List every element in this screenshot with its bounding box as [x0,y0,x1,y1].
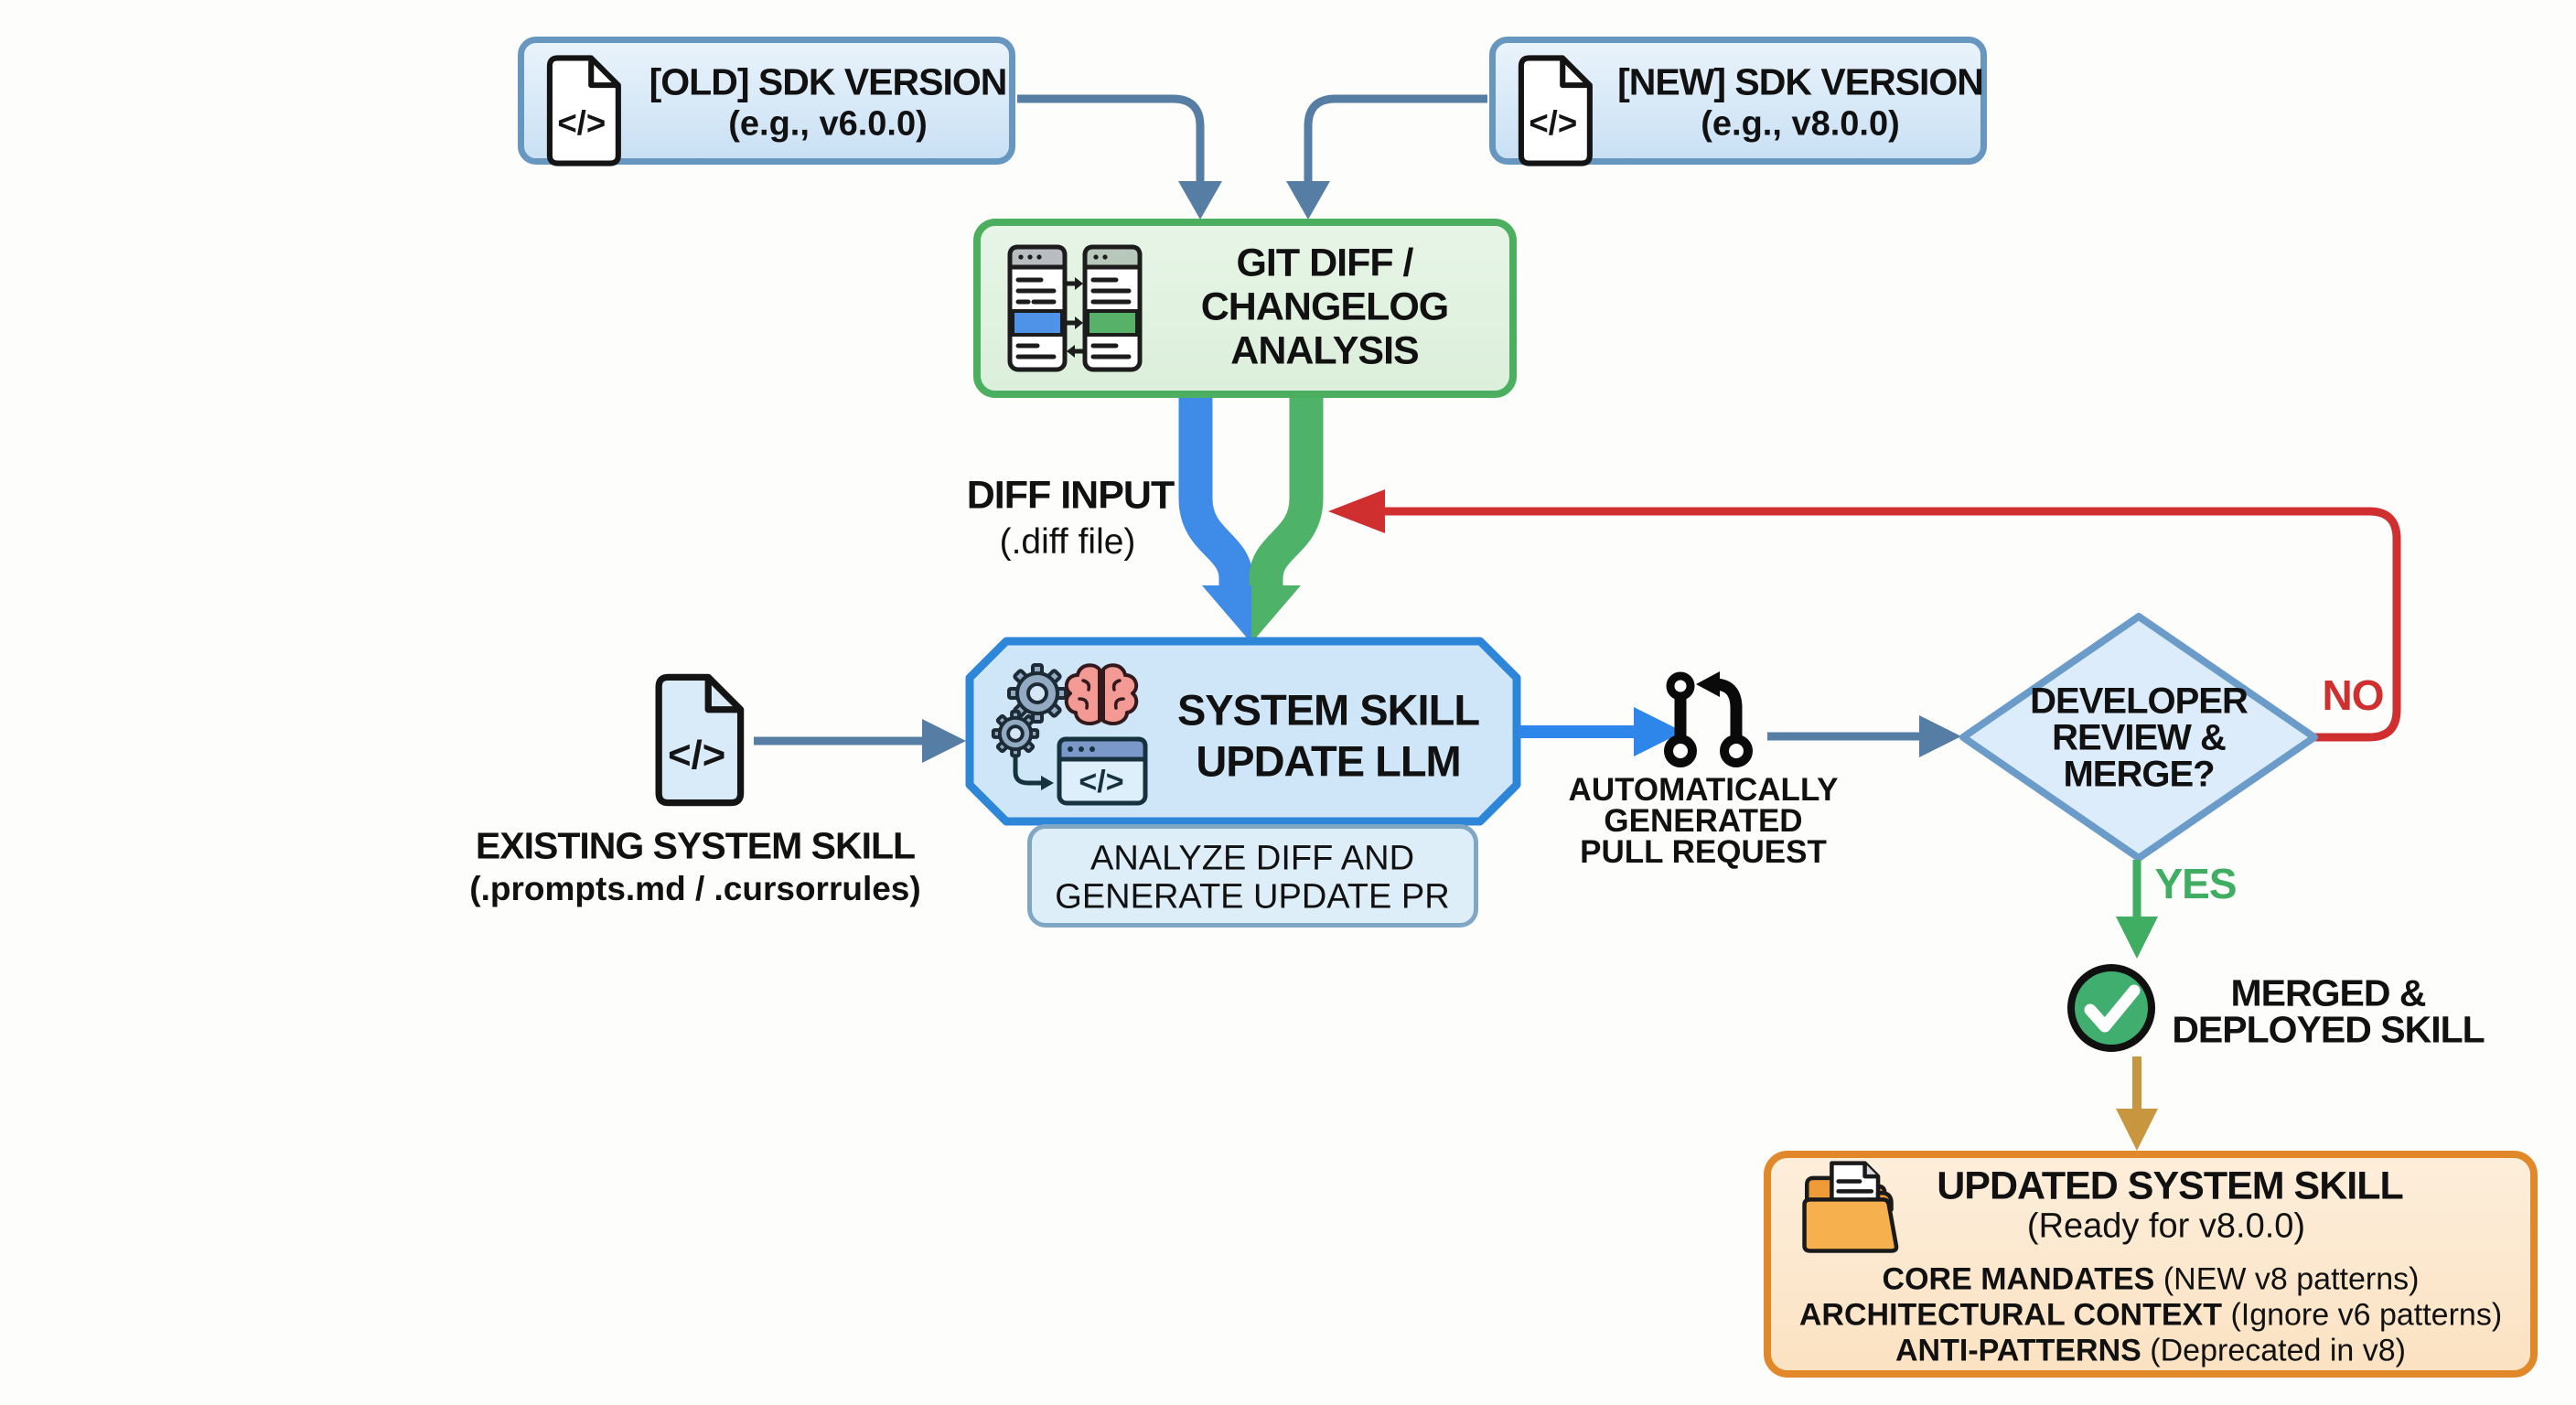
arrow-diff-input-bands [1178,396,1324,643]
updated-subtitle: (Ready for v8.0.0) [2026,1207,2306,1246]
git-diff-title-line1: GIT DIFF / [1236,241,1413,285]
yes-label: YES [2154,860,2237,907]
existing-skill-sublabel: (.prompts.md / .cursorrules) [469,870,921,907]
code-file-icon: </> [1518,55,1593,166]
gear-icon [991,709,1040,758]
pr-label-line3: PULL REQUEST [1580,834,1827,870]
old-sdk-title: [OLD] SDK VERSION [649,60,1008,103]
old-sdk-subtitle: (e.g., v6.0.0) [728,104,928,144]
updated-row-head: ARCHITECTURAL CONTEXT [1798,1297,2222,1333]
brain-icon [1064,663,1139,725]
updated-row-rest: (NEW v8 patterns) [2154,1261,2420,1297]
updated-skill-node [1764,1151,2538,1378]
updated-row-rest: (Deprecated in v8) [2141,1333,2406,1368]
decision-line1: DEVELOPER [2030,681,2249,722]
arrow-no-loop [1328,489,2401,742]
llm-ai-icon: </> [991,663,1148,806]
decision-line2: REVIEW & [2052,717,2227,758]
svg-text:</>: </> [1529,104,1577,142]
updated-row: ANTI-PATTERNS (Deprecated in v8) [1895,1334,2406,1369]
existing-skill-label: EXISTING SYSTEM SKILL [475,824,916,867]
new-sdk-subtitle: (e.g., v8.0.0) [1701,104,1900,144]
updated-row-head: CORE MANDATES [1882,1261,2155,1297]
pr-label-line2: GENERATED [1604,803,1803,839]
arrow-new-to-gitdiff [1286,94,1487,220]
git-diff-title-line2: CHANGELOG [1200,284,1449,329]
diff-input-label: DIFF INPUT [966,473,1175,518]
updated-row-rest: (Ignore v6 patterns) [2221,1297,2503,1333]
merged-label-line2: DEPLOYED SKILL [2172,1008,2485,1051]
diff-input-sublabel: (.diff file) [999,522,1136,562]
llm-sub-node [1027,824,1478,928]
arrow-to-updated [2116,1056,2158,1151]
skill-file-icon: </> [655,673,745,807]
merged-label-line1: MERGED & [2230,971,2427,1014]
arrow-pr-to-decision [1767,715,1961,757]
updated-row: ARCHITECTURAL CONTEXT (Ignore v6 pattern… [1799,1298,2502,1334]
arrow-old-to-gitdiff [1017,94,1222,220]
llm-sub-line2: GENERATE UPDATE PR [1055,877,1450,917]
arrow-yes [2116,860,2158,959]
svg-text:</>: </> [557,104,606,142]
curved-arrow-icon [1013,756,1054,790]
check-circle-icon [2067,964,2155,1052]
llm-sub-line1: ANALYZE DIFF AND [1089,839,1415,878]
decision-line3: MERGE? [2063,754,2215,795]
svg-text:</>: </> [668,733,725,778]
svg-text:</>: </> [1079,765,1123,799]
updated-title: UPDATED SYSTEM SKILL [1937,1164,2404,1208]
folder-open-icon [1802,1161,1899,1253]
arrow-llm-to-pr [1519,707,1683,756]
gear-icon [1007,663,1068,724]
code-file-icon: </> [546,55,621,166]
git-diff-title-line3: ANALYSIS [1230,328,1419,373]
code-window-icon: </> [1057,736,1148,806]
arrow-existing-to-llm [754,719,966,763]
llm-title-line1: SYSTEM SKILL [1176,685,1480,735]
pr-label-line1: AUTOMATICALLY [1568,772,1839,808]
diff-compare-icon [1007,244,1143,372]
updated-row: CORE MANDATES (NEW v8 patterns) [1883,1262,2420,1298]
pull-request-icon [1664,671,1753,767]
new-sdk-title: [NEW] SDK VERSION [1617,60,1984,103]
decision-diamond-shape [1959,613,2318,862]
updated-row-head: ANTI-PATTERNS [1895,1333,2141,1368]
no-label: NO [2322,671,2385,719]
llm-title-line2: UPDATE LLM [1196,736,1461,786]
